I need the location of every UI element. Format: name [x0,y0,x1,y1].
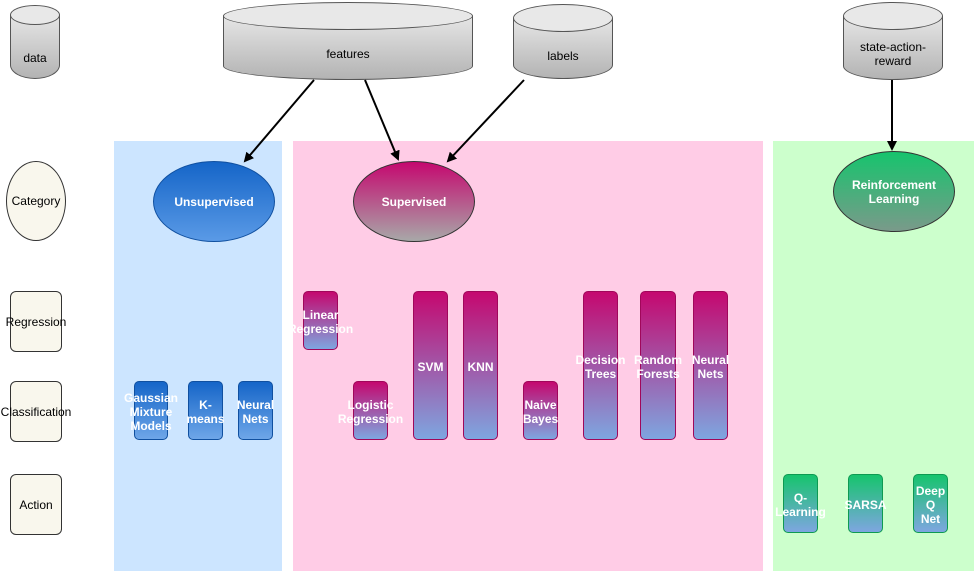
data-cylinder: data [10,5,60,79]
algo-linear-regression: Linear Regression [288,291,353,350]
labels-cylinder: labels [513,4,613,79]
algo-knn: KNN [463,291,498,440]
algo-deep-q-net: Deep Q Net [913,474,948,533]
algo-svm: SVM [413,291,448,440]
features-label: features [326,47,370,61]
algo-neural-nets-supervised: Neural Nets [692,291,729,440]
algo-q-learning: Q- Learning [775,474,826,533]
features-cylinder: features [223,2,473,80]
algo-logistic-regression: Logistic Regression [338,381,403,440]
state-action-reward-cylinder: state-action- reward [843,2,943,80]
algo-random-forests: Random Forests [634,291,682,440]
algo-naive-bayes: Naive Bayes [523,381,558,440]
algo-neural-nets-unsupervised: Neural Nets [237,381,274,440]
algo-gaussian-mixture-models: Gaussian Mixture Models [124,381,178,440]
row-label-classification: Classification [1,381,71,442]
algo-k-means: K- means [186,381,225,440]
row-label-category: Category [6,161,66,241]
row-label-action: Action [10,474,62,535]
algo-sarsa: SARSA [845,474,887,533]
unsupervised-node: Unsupervised [153,161,275,242]
supervised-node: Supervised [353,161,475,242]
state-action-reward-label: state-action- reward [859,40,927,68]
data-label: data [23,51,47,65]
labels-label: labels [547,49,579,63]
algo-decision-trees: Decision Trees [576,291,626,440]
reinforcement-node: Reinforcement Learning [833,151,955,232]
row-label-regression: Regression [6,291,66,352]
